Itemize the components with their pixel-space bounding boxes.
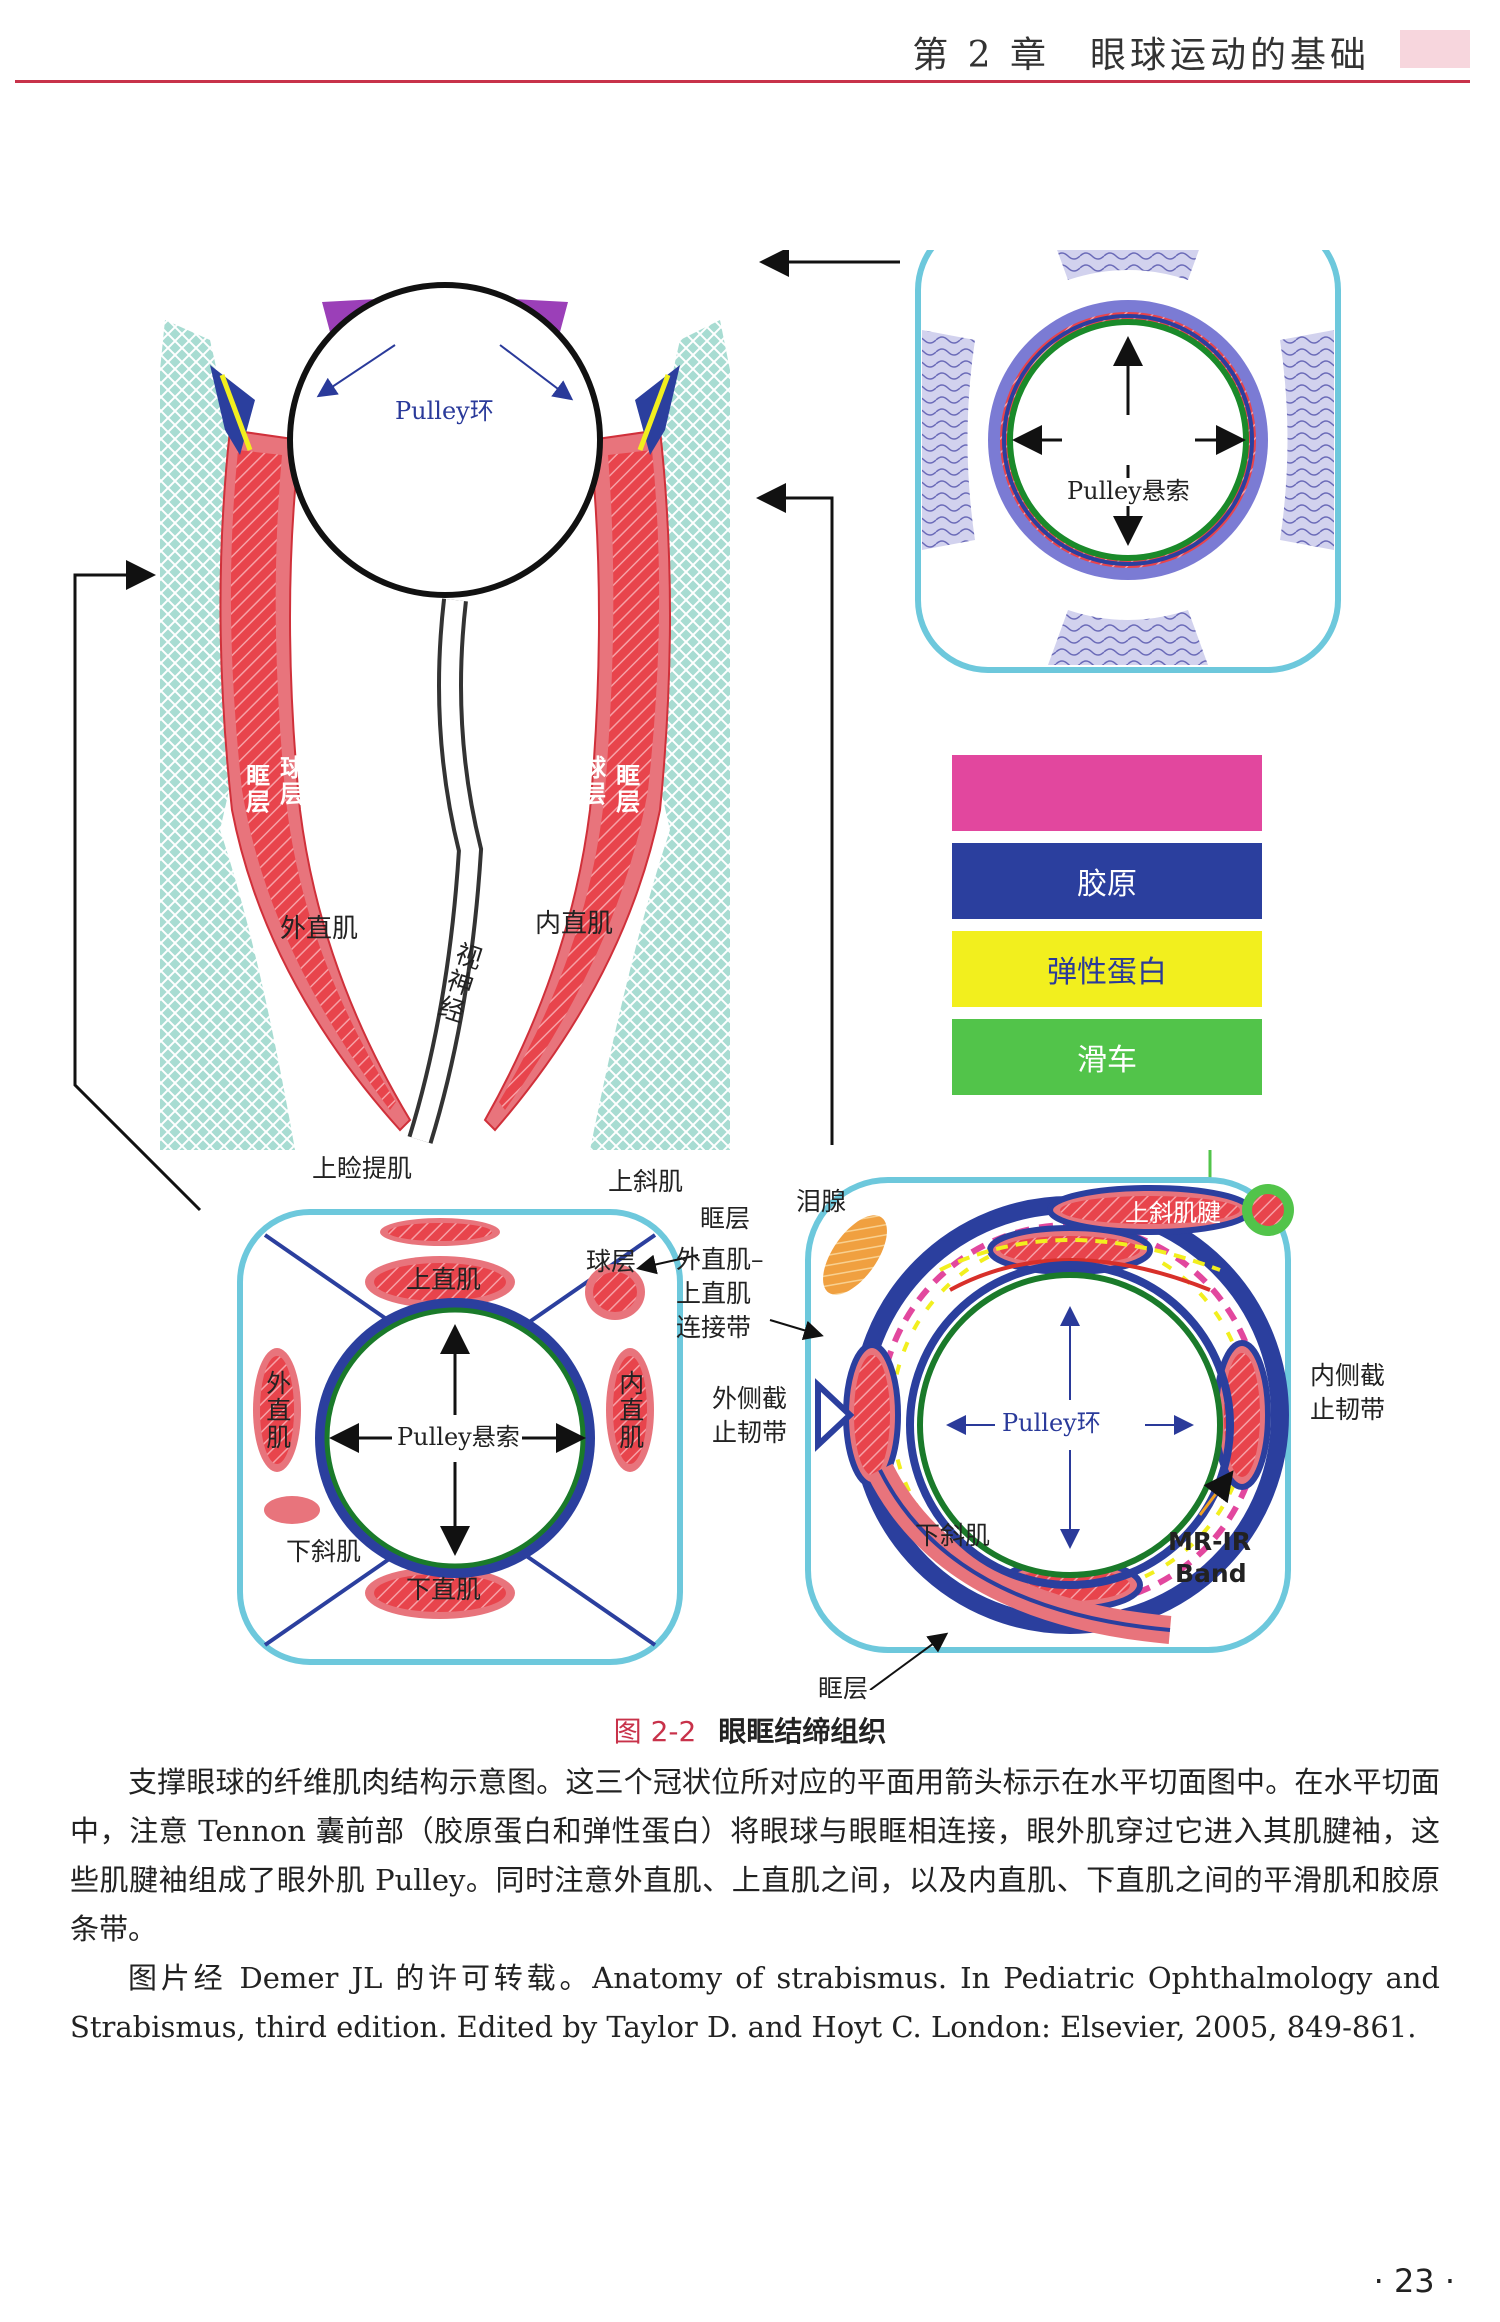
figure-2-2: Pulley环 眶层 球层 球层 眶层 外直肌 内直肌 视神经 Pulley悬索… xyxy=(0,250,1500,1703)
legend-item-trochlea: 滑车 xyxy=(952,1019,1262,1095)
lr-sr-band-label-1: 外直肌– xyxy=(676,1245,764,1274)
medial-check-label-2: 止韧带 xyxy=(1310,1395,1386,1424)
caption-paragraph-1: 支撑眼球的纤维肌肉结构示意图。这三个冠状位所对应的平面用箭头标示在水平切面图中。… xyxy=(70,1765,1440,1946)
top-right-coronal xyxy=(915,250,1341,673)
legend-item-magenta xyxy=(952,755,1262,831)
lateral-rectus-label-bl: 外直肌 xyxy=(262,1370,292,1451)
page-number: · 23 · xyxy=(1373,2262,1455,2300)
orbital-layer-label-br: 眶层 xyxy=(818,1674,869,1703)
pulley-suspension-label-1: Pulley悬索 xyxy=(1065,477,1192,506)
legend-label-3: 滑车 xyxy=(1077,1043,1137,1078)
mr-ir-band-label-1: MR-IR xyxy=(1168,1527,1252,1556)
levator-label: 上睑提肌 xyxy=(312,1154,413,1183)
pulley-ring-label-1: Pulley环 xyxy=(395,397,494,425)
lateral-check-label-2: 止韧带 xyxy=(712,1418,788,1447)
right-orbital-layer-label: 眶层 xyxy=(611,763,641,815)
inferior-rectus-label: 下直肌 xyxy=(406,1575,482,1604)
legend-item-elastin: 弹性蛋白 xyxy=(952,931,1262,1007)
legend: 胶原 弹性蛋白 滑车 xyxy=(952,755,1262,1107)
caption-paragraph-2: 图片经 Demer JL 的许可转载。Anatomy of strabismus… xyxy=(70,1961,1440,2044)
so-tendon-label: 上斜肌腱 xyxy=(1125,1199,1221,1227)
horizontal-section xyxy=(160,282,730,1150)
chapter-title: 第 2 章 眼球运动的基础 xyxy=(912,35,1370,76)
lateral-rectus-label: 外直肌 xyxy=(280,914,359,944)
lacrimal-gland-label: 泪腺 xyxy=(796,1187,847,1216)
legend-label-1: 胶原 xyxy=(1077,867,1137,902)
figure-illustration xyxy=(73,250,1341,1690)
left-orbital-layer-label: 眶层 xyxy=(241,763,271,815)
lr-sr-band-label-3: 连接带 xyxy=(676,1313,752,1342)
inferior-oblique-label-bl: 下斜肌 xyxy=(286,1537,362,1566)
legend-label-2: 弹性蛋白 xyxy=(1047,955,1167,990)
medial-check-label-1: 内侧截 xyxy=(1310,1361,1386,1390)
medial-rectus-label: 内直肌 xyxy=(535,909,614,939)
bulbar-layer-label-bl: 球层 xyxy=(586,1247,637,1276)
figure-caption: 图 2-2 眼眶结缔组织 xyxy=(0,1710,1500,1750)
caption-body: 支撑眼球的纤维肌肉结构示意图。这三个冠状位所对应的平面用箭头标示在水平切面图中。… xyxy=(70,1758,1440,2052)
pulley-suspension-label-2: Pulley悬索 xyxy=(395,1423,522,1452)
superior-rectus-label: 上直肌 xyxy=(406,1265,482,1294)
bottom-left-coronal xyxy=(237,1209,699,1665)
page-header: 第 2 章 眼球运动的基础 xyxy=(15,18,1470,83)
medial-rectus-label-bl: 内直肌 xyxy=(615,1370,645,1451)
inferior-oblique-label-br: 下斜肌 xyxy=(915,1521,991,1550)
pulley-ring-label-2: Pulley环 xyxy=(1000,1409,1103,1438)
left-bulbar-layer-label: 球层 xyxy=(275,755,305,807)
figure-number: 图 2-2 xyxy=(613,1715,697,1748)
orbital-layer-label-bl: 眶层 xyxy=(700,1204,751,1233)
figure-title: 眼眶结缔组织 xyxy=(718,1715,887,1748)
legend-item-collagen: 胶原 xyxy=(952,843,1262,919)
superior-oblique-label: 上斜肌 xyxy=(608,1167,684,1196)
lateral-check-label-1: 外侧截 xyxy=(712,1384,788,1413)
right-bulbar-layer-label: 球层 xyxy=(577,755,607,807)
lr-sr-band-label-2: 上直肌 xyxy=(676,1279,752,1308)
header-color-block xyxy=(1400,30,1470,68)
mr-ir-band-label-2: Band xyxy=(1175,1559,1247,1588)
